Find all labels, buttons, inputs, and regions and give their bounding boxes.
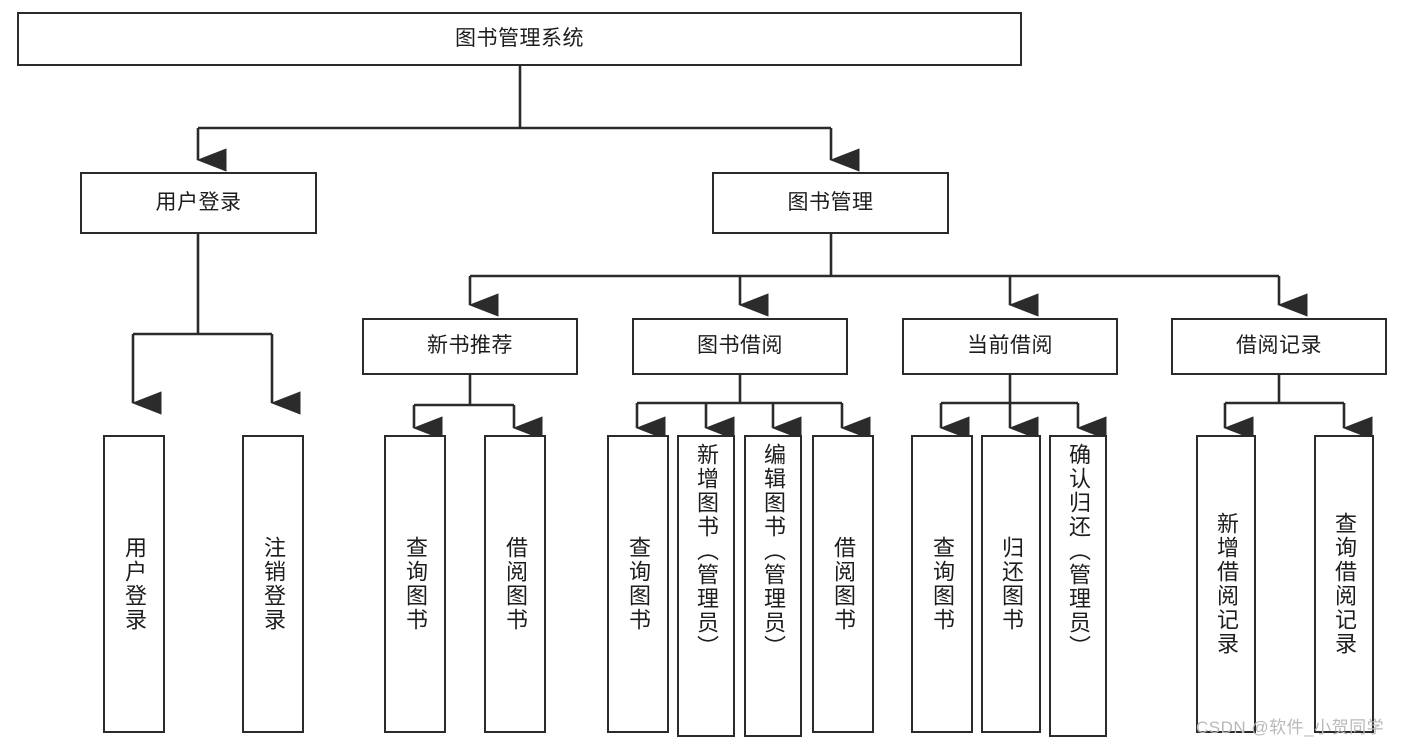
leaf-label: 新增借阅记录 xyxy=(1214,512,1239,656)
leaf-current-borrow-confirm[interactable]: 确认归还（管理员） xyxy=(1049,435,1107,737)
leaf-label: 归还图书 xyxy=(999,536,1024,632)
leaf-label: 用户登录 xyxy=(122,536,147,632)
node-new-book-recommend[interactable]: 新书推荐 xyxy=(362,318,578,375)
leaf-new-book-query[interactable]: 查询图书 xyxy=(384,435,446,733)
node-label: 图书借阅 xyxy=(697,334,783,358)
leaf-book-borrow-query[interactable]: 查询图书 xyxy=(607,435,669,733)
leaf-label: 新增图书（管理员） xyxy=(694,443,719,659)
leaf-book-borrow-add[interactable]: 新增图书（管理员） xyxy=(677,435,735,737)
leaf-label: 借阅图书 xyxy=(831,536,856,632)
leaf-label: 查询图书 xyxy=(403,536,428,632)
node-label: 借阅记录 xyxy=(1236,334,1322,358)
node-label: 图书管理系统 xyxy=(455,26,584,50)
leaf-user-login-logout[interactable]: 注销登录 xyxy=(242,435,304,733)
node-borrow-records[interactable]: 借阅记录 xyxy=(1171,318,1387,375)
leaf-new-book-borrow[interactable]: 借阅图书 xyxy=(484,435,546,733)
node-root-book-management-system[interactable]: 图书管理系统 xyxy=(17,12,1022,66)
leaf-borrow-records-add[interactable]: 新增借阅记录 xyxy=(1196,435,1256,733)
node-label: 用户登录 xyxy=(155,190,242,214)
leaf-label: 借阅图书 xyxy=(503,536,528,632)
leaf-label: 确认归还（管理员） xyxy=(1066,443,1091,659)
csdn-watermark: CSDN @软件_小贺同学 xyxy=(1196,718,1385,737)
leaf-label: 查询图书 xyxy=(930,536,955,632)
leaf-current-borrow-query[interactable]: 查询图书 xyxy=(911,435,973,733)
leaf-borrow-records-query[interactable]: 查询借阅记录 xyxy=(1314,435,1374,733)
node-user-login[interactable]: 用户登录 xyxy=(80,172,317,234)
node-label: 新书推荐 xyxy=(427,334,513,358)
node-book-management[interactable]: 图书管理 xyxy=(712,172,949,234)
leaf-user-login-login[interactable]: 用户登录 xyxy=(103,435,165,733)
node-label: 当前借阅 xyxy=(967,334,1053,358)
leaf-label: 查询图书 xyxy=(626,536,651,632)
leaf-label: 注销登录 xyxy=(261,536,286,632)
node-current-borrow[interactable]: 当前借阅 xyxy=(902,318,1118,375)
leaf-label: 编辑图书（管理员） xyxy=(761,443,786,659)
leaf-current-borrow-return[interactable]: 归还图书 xyxy=(981,435,1041,733)
node-label: 图书管理 xyxy=(787,190,874,214)
leaf-book-borrow-borrow[interactable]: 借阅图书 xyxy=(812,435,874,733)
node-book-borrow[interactable]: 图书借阅 xyxy=(632,318,848,375)
leaf-book-borrow-edit[interactable]: 编辑图书（管理员） xyxy=(744,435,802,737)
leaf-label: 查询借阅记录 xyxy=(1332,512,1357,656)
